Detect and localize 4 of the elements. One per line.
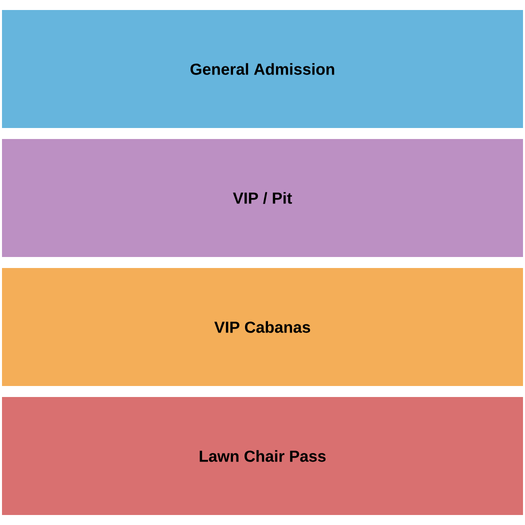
section-band: Lawn Chair Pass: [2, 397, 524, 515]
section-band: General Admission: [2, 10, 524, 128]
section-band: VIP Cabanas: [2, 268, 524, 386]
section-band: VIP / Pit: [2, 139, 524, 257]
